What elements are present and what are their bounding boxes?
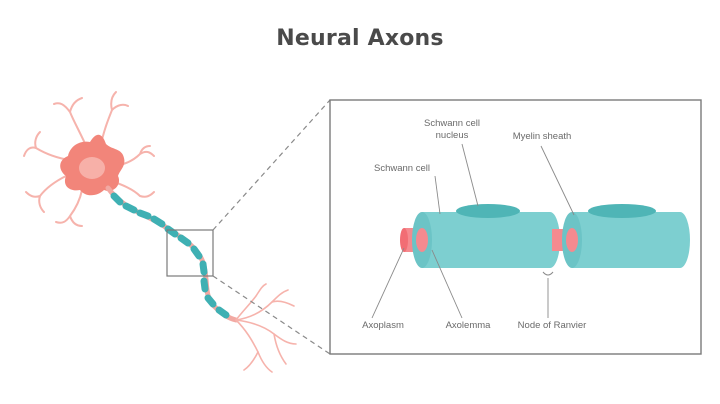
label-axoplasm: Axoplasm <box>362 320 404 331</box>
neuron-nucleus <box>79 157 105 179</box>
axon-detail <box>400 204 690 276</box>
leader-lines <box>371 143 575 319</box>
myelin-sheath-right <box>562 212 690 268</box>
diagram-title: Neural Axons <box>276 26 444 51</box>
label-schwann-cell: Schwann cell <box>374 163 430 174</box>
neuron-illustration <box>23 91 297 373</box>
dendrites <box>23 91 155 227</box>
myelin-segments <box>110 192 230 319</box>
label-node-of-ranvier: Node of Ranvier <box>518 320 587 331</box>
schwann-nucleus-right <box>588 204 656 218</box>
schwann-nucleus-left <box>456 204 520 218</box>
zoom-connectors <box>212 99 331 355</box>
label-myelin-sheath: Myelin sheath <box>513 131 572 142</box>
label-schwann-cell-nucleus-line2: nucleus <box>436 130 469 141</box>
node-bracket <box>542 271 554 276</box>
axon-terminals <box>235 283 297 373</box>
myelin-sheath-left <box>412 212 560 268</box>
label-schwann-cell-nucleus-line1: Schwann cell <box>424 118 480 129</box>
zoom-region-box <box>166 229 214 277</box>
label-axolemma: Axolemma <box>446 320 492 331</box>
